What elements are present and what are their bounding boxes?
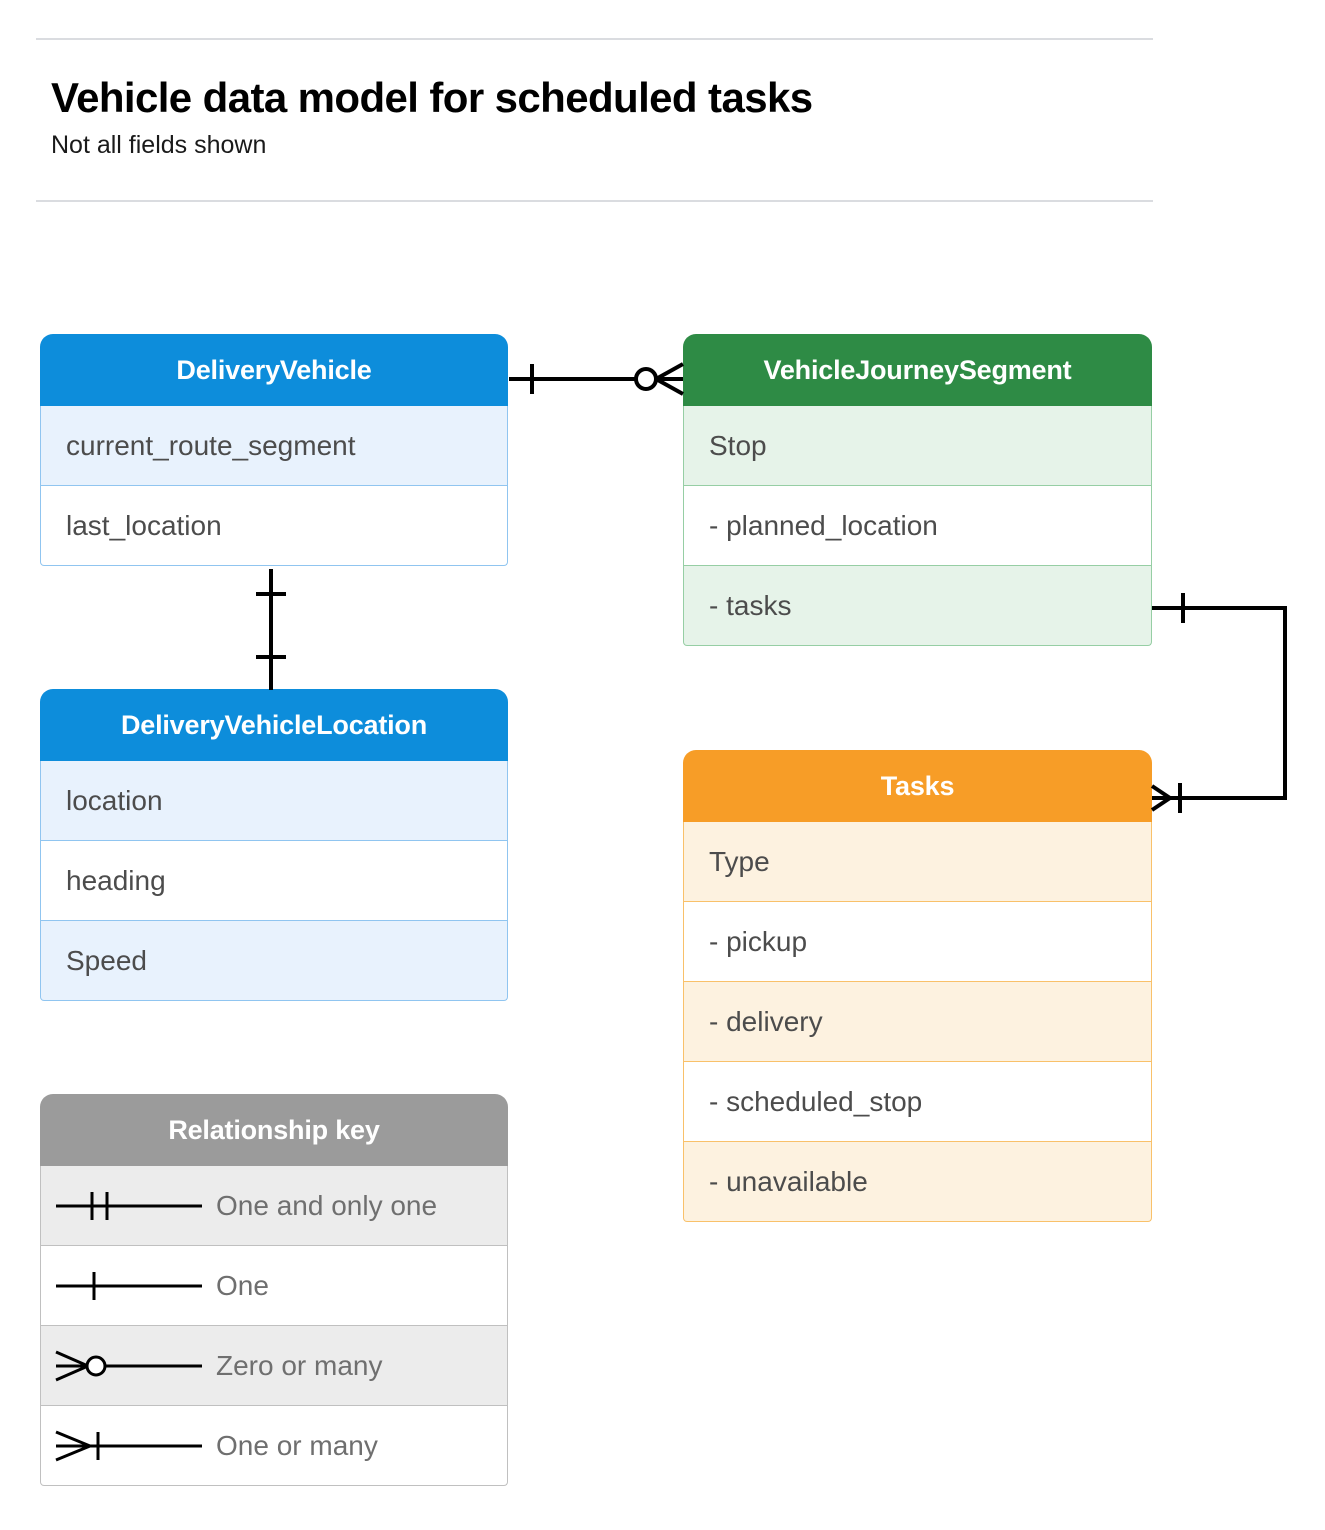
one-icon bbox=[41, 1266, 216, 1306]
legend-item-label: Zero or many bbox=[216, 1349, 383, 1381]
entity-field-row: - pickup bbox=[683, 902, 1152, 982]
relationship-key-legend[interactable]: Relationship key One and only one One bbox=[40, 1094, 508, 1486]
entity-tasks-title: Tasks bbox=[683, 750, 1152, 822]
zero-or-many-icon bbox=[41, 1346, 216, 1386]
relationship-key-title: Relationship key bbox=[40, 1094, 508, 1166]
entity-field-row: last_location bbox=[40, 486, 508, 566]
legend-item: One bbox=[40, 1246, 508, 1326]
legend-item-label: One or many bbox=[216, 1429, 378, 1461]
entity-vehicle-journey-segment-title: VehicleJourneySegment bbox=[683, 334, 1152, 406]
page-subtitle: Not all fields shown bbox=[51, 131, 267, 159]
connector-deliveryvehicle-vehiclejourneysegment bbox=[509, 362, 684, 396]
entity-field-row: - tasks bbox=[683, 566, 1152, 646]
entity-field-row: - delivery bbox=[683, 982, 1152, 1062]
entity-delivery-vehicle-location[interactable]: DeliveryVehicleLocation location heading… bbox=[40, 689, 508, 1001]
legend-item: One or many bbox=[40, 1406, 508, 1486]
legend-item: Zero or many bbox=[40, 1326, 508, 1406]
one-and-only-one-icon bbox=[41, 1186, 216, 1226]
entity-field-row: location bbox=[40, 761, 508, 841]
entity-field-row: - unavailable bbox=[683, 1142, 1152, 1222]
entity-field-row: Speed bbox=[40, 921, 508, 1001]
header-divider-top bbox=[36, 38, 1153, 40]
entity-delivery-vehicle[interactable]: DeliveryVehicle current_route_segment la… bbox=[40, 334, 508, 566]
entity-field-row: - scheduled_stop bbox=[683, 1062, 1152, 1142]
entity-vehicle-journey-segment[interactable]: VehicleJourneySegment Stop - planned_loc… bbox=[683, 334, 1152, 646]
legend-item: One and only one bbox=[40, 1166, 508, 1246]
entity-field-row: heading bbox=[40, 841, 508, 921]
legend-item-label: One and only one bbox=[216, 1189, 438, 1221]
entity-tasks[interactable]: Tasks Type - pickup - delivery - schedul… bbox=[683, 750, 1152, 1222]
one-or-many-icon bbox=[41, 1426, 216, 1466]
entity-field-row: Stop bbox=[683, 406, 1152, 486]
header-divider-bottom bbox=[36, 200, 1153, 202]
legend-item-label: One bbox=[216, 1269, 269, 1301]
entity-delivery-vehicle-title: DeliveryVehicle bbox=[40, 334, 508, 406]
connector-deliveryvehicle-deliveryvehiclelocation bbox=[256, 569, 286, 690]
entity-field-row: Type bbox=[683, 822, 1152, 902]
entity-field-row: current_route_segment bbox=[40, 406, 508, 486]
page-title: Vehicle data model for scheduled tasks bbox=[51, 74, 813, 121]
entity-field-row: - planned_location bbox=[683, 486, 1152, 566]
entity-delivery-vehicle-location-title: DeliveryVehicleLocation bbox=[40, 689, 508, 761]
connector-vehiclejourneysegment-tasks bbox=[1150, 593, 1287, 813]
